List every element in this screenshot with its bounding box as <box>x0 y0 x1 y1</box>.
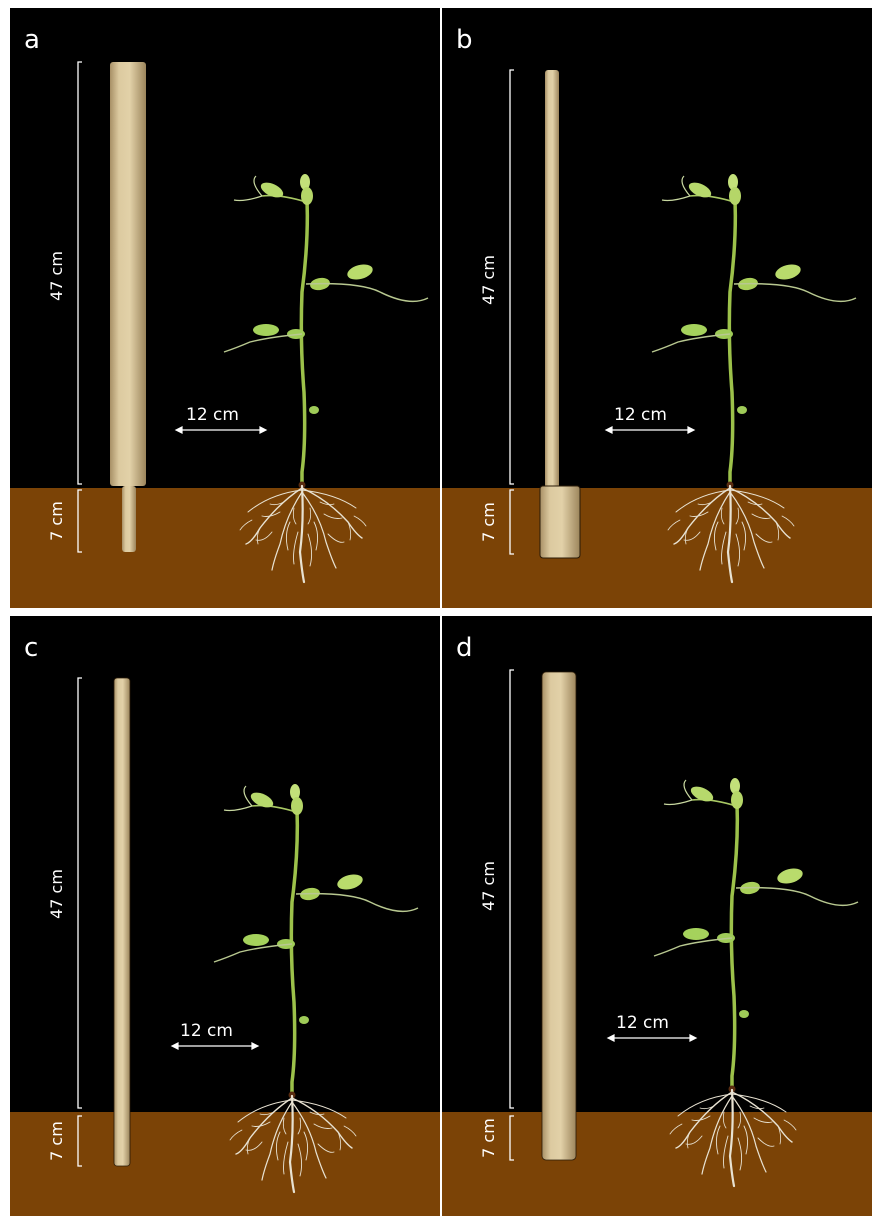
panel-d: d 47 cm 7 cm 12 cm <box>442 616 872 1216</box>
panel-label: c <box>24 633 38 663</box>
below-height-label: 7 cm <box>47 501 66 541</box>
above-height-label: 47 cm <box>47 251 66 301</box>
soil-layer <box>442 488 872 608</box>
wooden-stick <box>545 70 559 488</box>
below-height-label: 7 cm <box>47 1121 66 1161</box>
panel-a: a 47 cm 7 cm 12 cm <box>10 8 440 608</box>
spacing-label: 12 cm <box>616 1013 669 1033</box>
soil-layer <box>442 1112 872 1216</box>
above-height-label: 47 cm <box>47 869 66 919</box>
spacing-label: 12 cm <box>180 1021 233 1041</box>
panel-c: c 47 cm 7 cm 12 cm <box>10 616 440 1216</box>
panel-label: a <box>24 25 40 55</box>
stick-underground <box>122 486 136 552</box>
stick-sleeve-underground <box>540 486 580 558</box>
above-height-label: 47 cm <box>479 861 498 911</box>
below-height-label: 7 cm <box>479 502 498 542</box>
panel-label: d <box>456 633 473 663</box>
soil-layer <box>10 488 440 608</box>
wooden-stick <box>110 62 146 486</box>
above-height-label: 47 cm <box>479 255 498 305</box>
below-height-label: 7 cm <box>479 1118 498 1158</box>
spacing-label: 12 cm <box>614 405 667 425</box>
spacing-label: 12 cm <box>186 405 239 425</box>
wooden-stick <box>114 678 130 1166</box>
wooden-stick <box>542 672 576 1160</box>
panel-label: b <box>456 25 473 55</box>
soil-layer <box>10 1112 440 1216</box>
panel-b: b 47 cm 7 cm 12 cm <box>442 8 872 608</box>
